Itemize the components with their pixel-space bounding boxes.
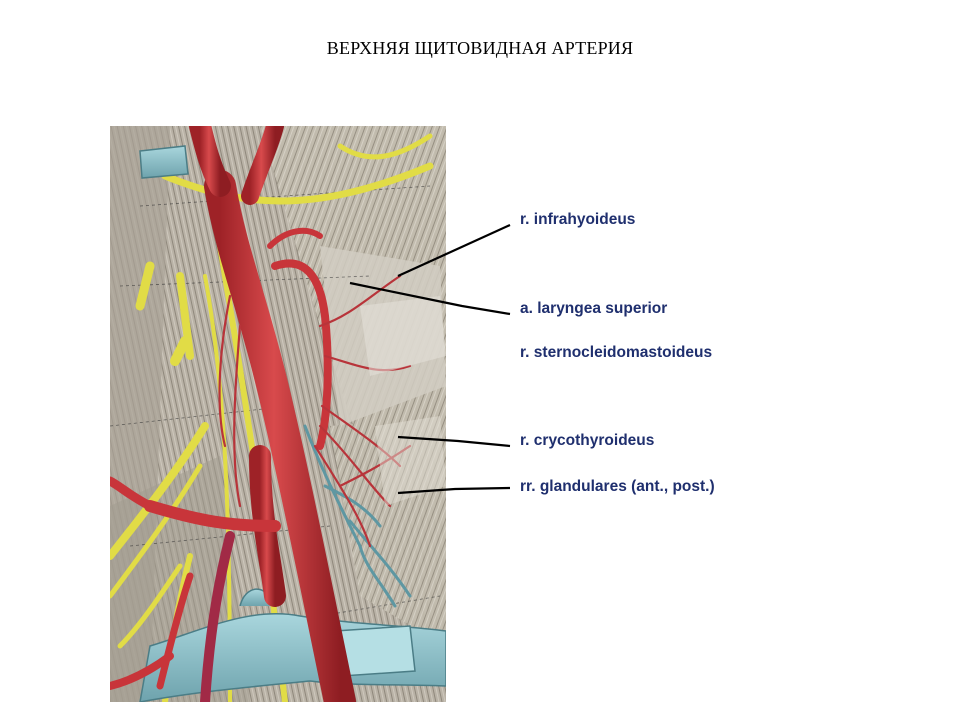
veins — [139, 145, 446, 702]
anatomical-illustration — [110, 126, 446, 702]
slide-title: ВЕРХНЯЯ ЩИТОВИДНАЯ АРТЕРИЯ — [326, 38, 634, 58]
label-crycothyroideus: r. crycothyroideus — [520, 432, 655, 449]
label-glandulares: rr. glandulares (ant., post.) — [520, 478, 715, 495]
label-laryngea-superior: a. laryngea superior — [520, 300, 668, 317]
label-sternocleidomastoideus: r. sternocleidomastoideus — [520, 344, 713, 361]
label-infrahyoideus: r. infrahyoideus — [520, 211, 636, 228]
neck-arteries-drawing — [110, 126, 446, 702]
arteries — [110, 126, 412, 702]
